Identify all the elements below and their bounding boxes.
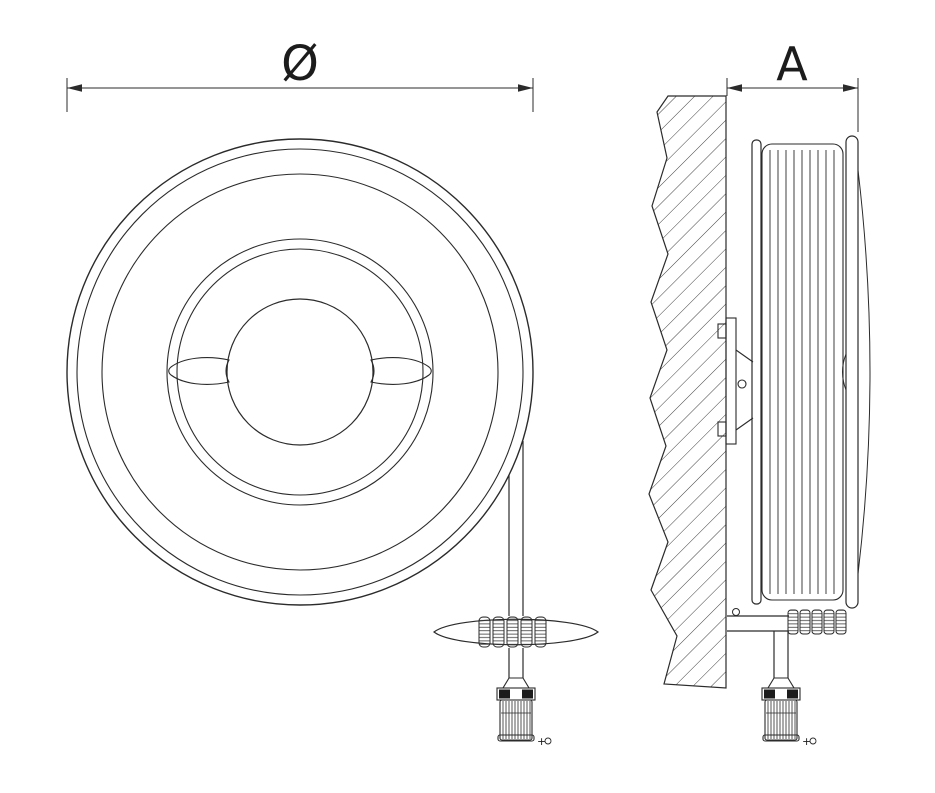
reel-front-disc (845, 135, 859, 609)
diameter-dimension: Ø (66, 36, 534, 112)
mounting-bracket (717, 317, 754, 445)
depth-label: A (776, 37, 808, 91)
swivel-band (534, 616, 547, 648)
coiled-hose (761, 143, 844, 601)
wall-section (648, 95, 727, 689)
hub-edge-arc (842, 353, 847, 391)
swivel-band (492, 616, 505, 648)
arrowhead-left-icon (67, 84, 82, 92)
drum-inner-circle (176, 248, 424, 496)
bracket-pivot (737, 379, 747, 389)
swivel-band (799, 609, 811, 635)
nozzle-stripe-dark (499, 689, 510, 699)
drum-outer-circle (166, 238, 434, 506)
rotation-handle (168, 357, 432, 385)
outlet-pipe (508, 441, 524, 678)
bracket-plate (725, 317, 737, 445)
hose-guide (433, 616, 599, 648)
reel-outer-rim-circle (66, 138, 534, 606)
reel-outer-rim-inner-circle (76, 148, 524, 596)
swivel-band (506, 616, 519, 648)
bracket-anchor-bottom (717, 421, 727, 437)
nozzle-bottom-lip (762, 734, 800, 742)
nozzle-side: + (761, 677, 817, 748)
front-view: Ø (66, 36, 599, 748)
nozzle-adjust-mark: + (537, 735, 546, 748)
hose-guide-swivel-bands (478, 616, 547, 648)
nozzle-knurled-body (499, 699, 533, 741)
disc-edge-arc (857, 169, 871, 575)
nozzle-stripe-dark (764, 689, 775, 699)
nozzle-adjust-ring-icon (544, 737, 552, 745)
arrowhead-right-icon (518, 84, 533, 92)
depth-dimension: A (726, 37, 859, 132)
side-view: A (648, 37, 871, 748)
nozzle-knurl-lines (501, 701, 531, 739)
swivel-band (787, 609, 799, 635)
swivel-band (835, 609, 847, 635)
swivel-band (823, 609, 835, 635)
swivel-band (520, 616, 533, 648)
swivel-band (478, 616, 491, 648)
handle-blade-left (168, 357, 230, 385)
nozzle-collar (767, 677, 795, 689)
arrowhead-right-icon (843, 84, 858, 92)
nozzle-stripe-dark (522, 689, 533, 699)
arrowhead-left-icon (727, 84, 742, 92)
nozzle-bottom-lip (497, 734, 535, 742)
bracket-arm-top (735, 349, 754, 363)
nozzle-stripe-dark (787, 689, 798, 699)
nozzle-knurled-body (764, 699, 798, 741)
reel-back-disc (751, 139, 762, 605)
bracket-anchor-top (717, 323, 727, 339)
nozzle-front: + (496, 677, 552, 748)
diameter-label: Ø (281, 36, 319, 92)
arm-swivel-bands (787, 609, 847, 635)
handle-blade-right (370, 357, 432, 385)
supply-arm (727, 608, 847, 678)
hose-guide-body (433, 618, 599, 646)
coil-bundle-outline (761, 143, 844, 601)
nozzle-adjust-ring-icon (809, 737, 817, 745)
nozzle-adjust-mark: + (802, 735, 811, 748)
nozzle-knurl-lines (766, 701, 796, 739)
reel-inner-rim-circle (101, 173, 499, 571)
bracket-arm-bottom (735, 417, 754, 431)
hub-circle (226, 298, 374, 446)
arm-wall-pivot (732, 608, 740, 616)
nozzle-collar (502, 677, 530, 689)
swivel-band (811, 609, 823, 635)
